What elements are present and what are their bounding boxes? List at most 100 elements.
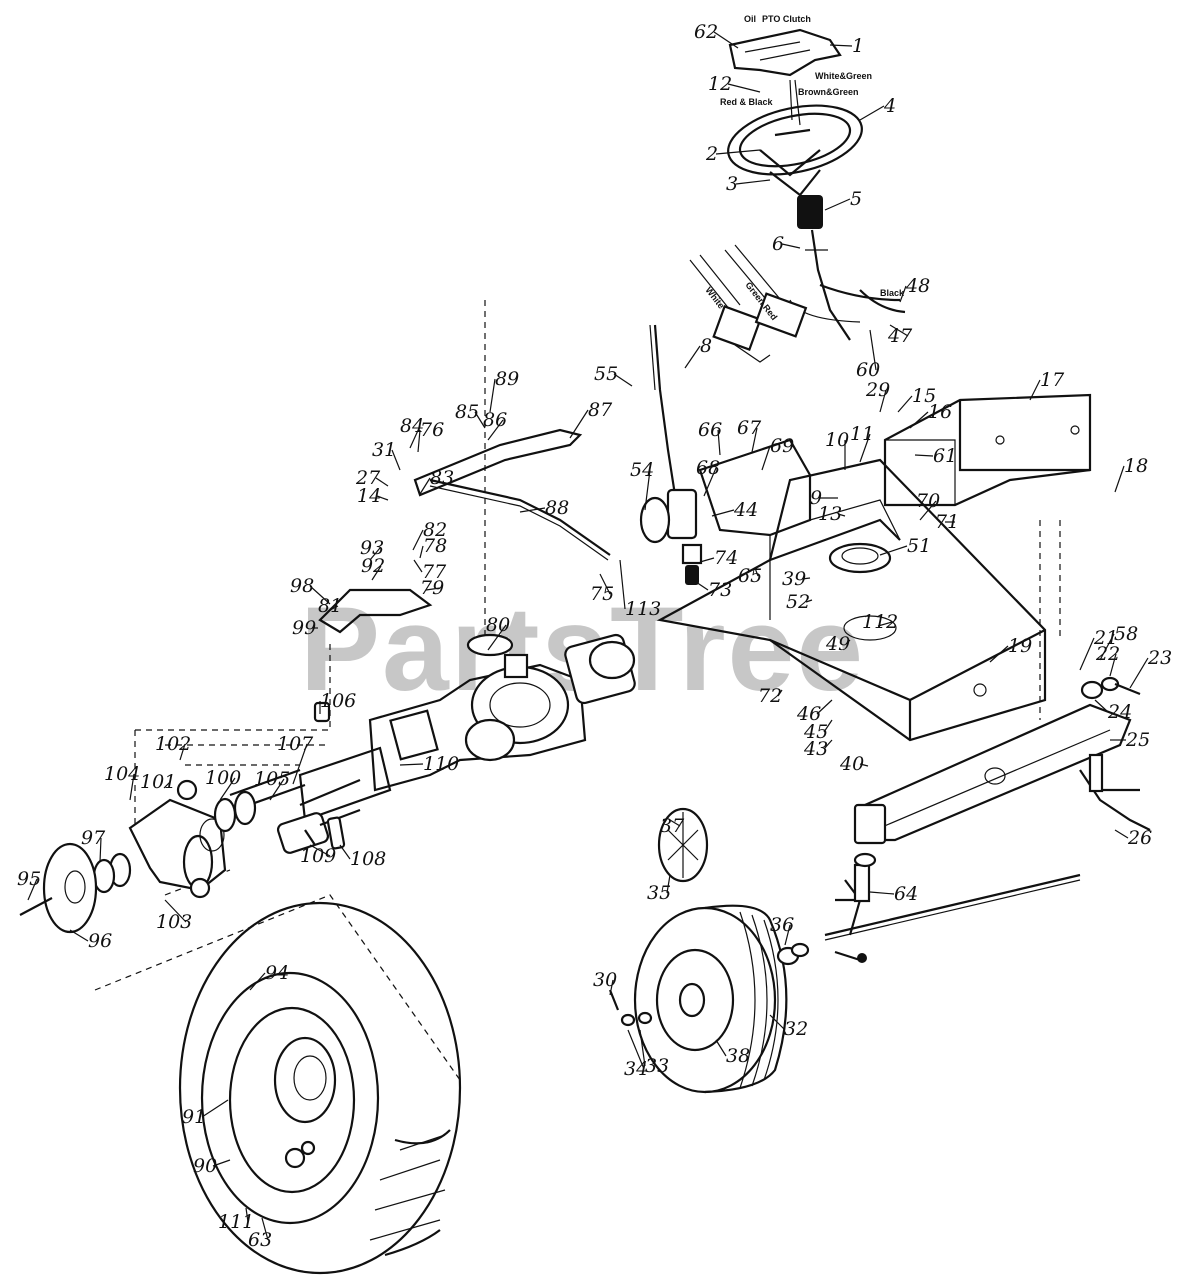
- part-number-81: 81: [318, 595, 342, 617]
- leader-line-107: [292, 743, 308, 785]
- part-number-106: 106: [320, 690, 356, 712]
- leader-line-82: [412, 529, 424, 551]
- wire-tag-black: Black: [880, 288, 905, 298]
- leader-line-90: [212, 1159, 231, 1167]
- leader-line-16: [909, 411, 929, 429]
- leader-line-102: [179, 743, 186, 761]
- front-axle-assembly: [824, 676, 1151, 963]
- leader-line-66: [717, 429, 721, 456]
- part-number-30: 30: [593, 969, 617, 991]
- leader-line-92: [371, 565, 382, 581]
- leader-line-109: [309, 844, 331, 857]
- leader-line-64: [869, 891, 895, 895]
- leader-line-40: [859, 763, 869, 767]
- frame-assembly: [656, 393, 1092, 742]
- leader-line-15: [897, 395, 913, 413]
- leader-line-95: [27, 878, 38, 901]
- part-number-6: 6: [772, 233, 784, 255]
- leader-line-93: [369, 547, 381, 561]
- part-number-79: 79: [420, 577, 444, 599]
- part-number-47: 47: [887, 325, 913, 347]
- part-number-108: 108: [350, 848, 386, 870]
- part-number-94: 94: [265, 962, 289, 984]
- part-number-24: 24: [1107, 701, 1132, 723]
- leader-line-65: [754, 567, 759, 577]
- part-number-35: 35: [647, 882, 671, 904]
- leader-line-45: [823, 719, 833, 733]
- rear-tire: [178, 901, 462, 1275]
- part-number-15: 15: [912, 385, 936, 407]
- leader-line-2: [715, 149, 761, 155]
- leader-line-17: [1029, 379, 1041, 401]
- part-number-109: 109: [300, 845, 336, 867]
- leader-line-88: [519, 507, 546, 513]
- part-number-3: 3: [726, 173, 738, 195]
- leader-line-58: [1099, 633, 1115, 661]
- part-number-111: 111: [218, 1211, 254, 1233]
- part-number-72: 72: [758, 685, 782, 707]
- part-number-92: 92: [361, 555, 385, 577]
- leader-line-11: [859, 433, 871, 463]
- leader-line-54: [644, 469, 651, 511]
- leader-line-43: [823, 739, 833, 750]
- shift-linkage: [318, 324, 703, 634]
- leader-line-6: [781, 243, 801, 249]
- leader-line-110: [399, 763, 424, 766]
- leader-line-30: [609, 979, 614, 996]
- part-number-65: 65: [738, 565, 762, 587]
- part-number-10: 10: [825, 429, 849, 451]
- leader-line-113: [619, 559, 626, 610]
- part-number-55: 55: [594, 363, 618, 385]
- part-number-36: 36: [770, 914, 794, 936]
- part-number-37: 37: [660, 815, 685, 837]
- part-number-18: 18: [1124, 455, 1148, 477]
- part-number-74: 74: [714, 547, 738, 569]
- part-number-85: 85: [455, 401, 479, 423]
- leader-line-31: [391, 449, 401, 471]
- part-number-69: 69: [770, 435, 794, 457]
- leader-line-24: [1094, 699, 1109, 713]
- leader-line-63: [261, 1217, 269, 1241]
- part-number-89: 89: [495, 368, 519, 390]
- part-number-51: 51: [907, 535, 931, 557]
- leader-line-14: [376, 495, 389, 501]
- leader-line-97: [99, 837, 102, 863]
- leader-line-89: [489, 378, 496, 413]
- leader-line-37: [669, 819, 681, 827]
- part-number-2: 2: [705, 143, 718, 165]
- part-number-52: 52: [786, 591, 810, 613]
- part-number-46: 46: [796, 703, 821, 725]
- part-number-44: 44: [733, 499, 758, 521]
- leader-lines: [27, 31, 1149, 1241]
- leader-line-75: [599, 573, 611, 595]
- leader-line-21: [1079, 637, 1095, 671]
- part-number-9: 9: [810, 487, 822, 509]
- part-number-16: 16: [928, 401, 952, 423]
- leader-line-35: [666, 874, 671, 894]
- leader-line-80: [487, 624, 507, 651]
- part-number-105: 105: [254, 768, 290, 790]
- leader-line-55: [613, 373, 633, 387]
- wire-tag-brown-green: Brown&Green: [798, 87, 859, 97]
- part-number-38: 38: [726, 1045, 750, 1067]
- part-number-104: 104: [104, 763, 140, 785]
- leader-line-27: [375, 477, 389, 487]
- leader-line-77: [413, 559, 423, 573]
- part-number-113: 113: [625, 598, 661, 620]
- leader-line-111: [245, 1207, 249, 1223]
- part-number-97: 97: [81, 827, 106, 849]
- leader-line-49: [845, 639, 851, 645]
- part-number-67: 67: [737, 417, 762, 439]
- part-number-73: 73: [708, 579, 732, 601]
- part-number-101: 101: [140, 771, 176, 793]
- leader-line-4: [859, 105, 885, 121]
- leader-line-108: [339, 844, 351, 860]
- part-number-17: 17: [1040, 369, 1065, 391]
- part-number-8: 8: [700, 335, 712, 357]
- part-number-48: 48: [905, 275, 930, 297]
- leader-line-100: [219, 777, 236, 801]
- leader-line-48: [899, 285, 907, 303]
- part-number-14: 14: [357, 485, 381, 507]
